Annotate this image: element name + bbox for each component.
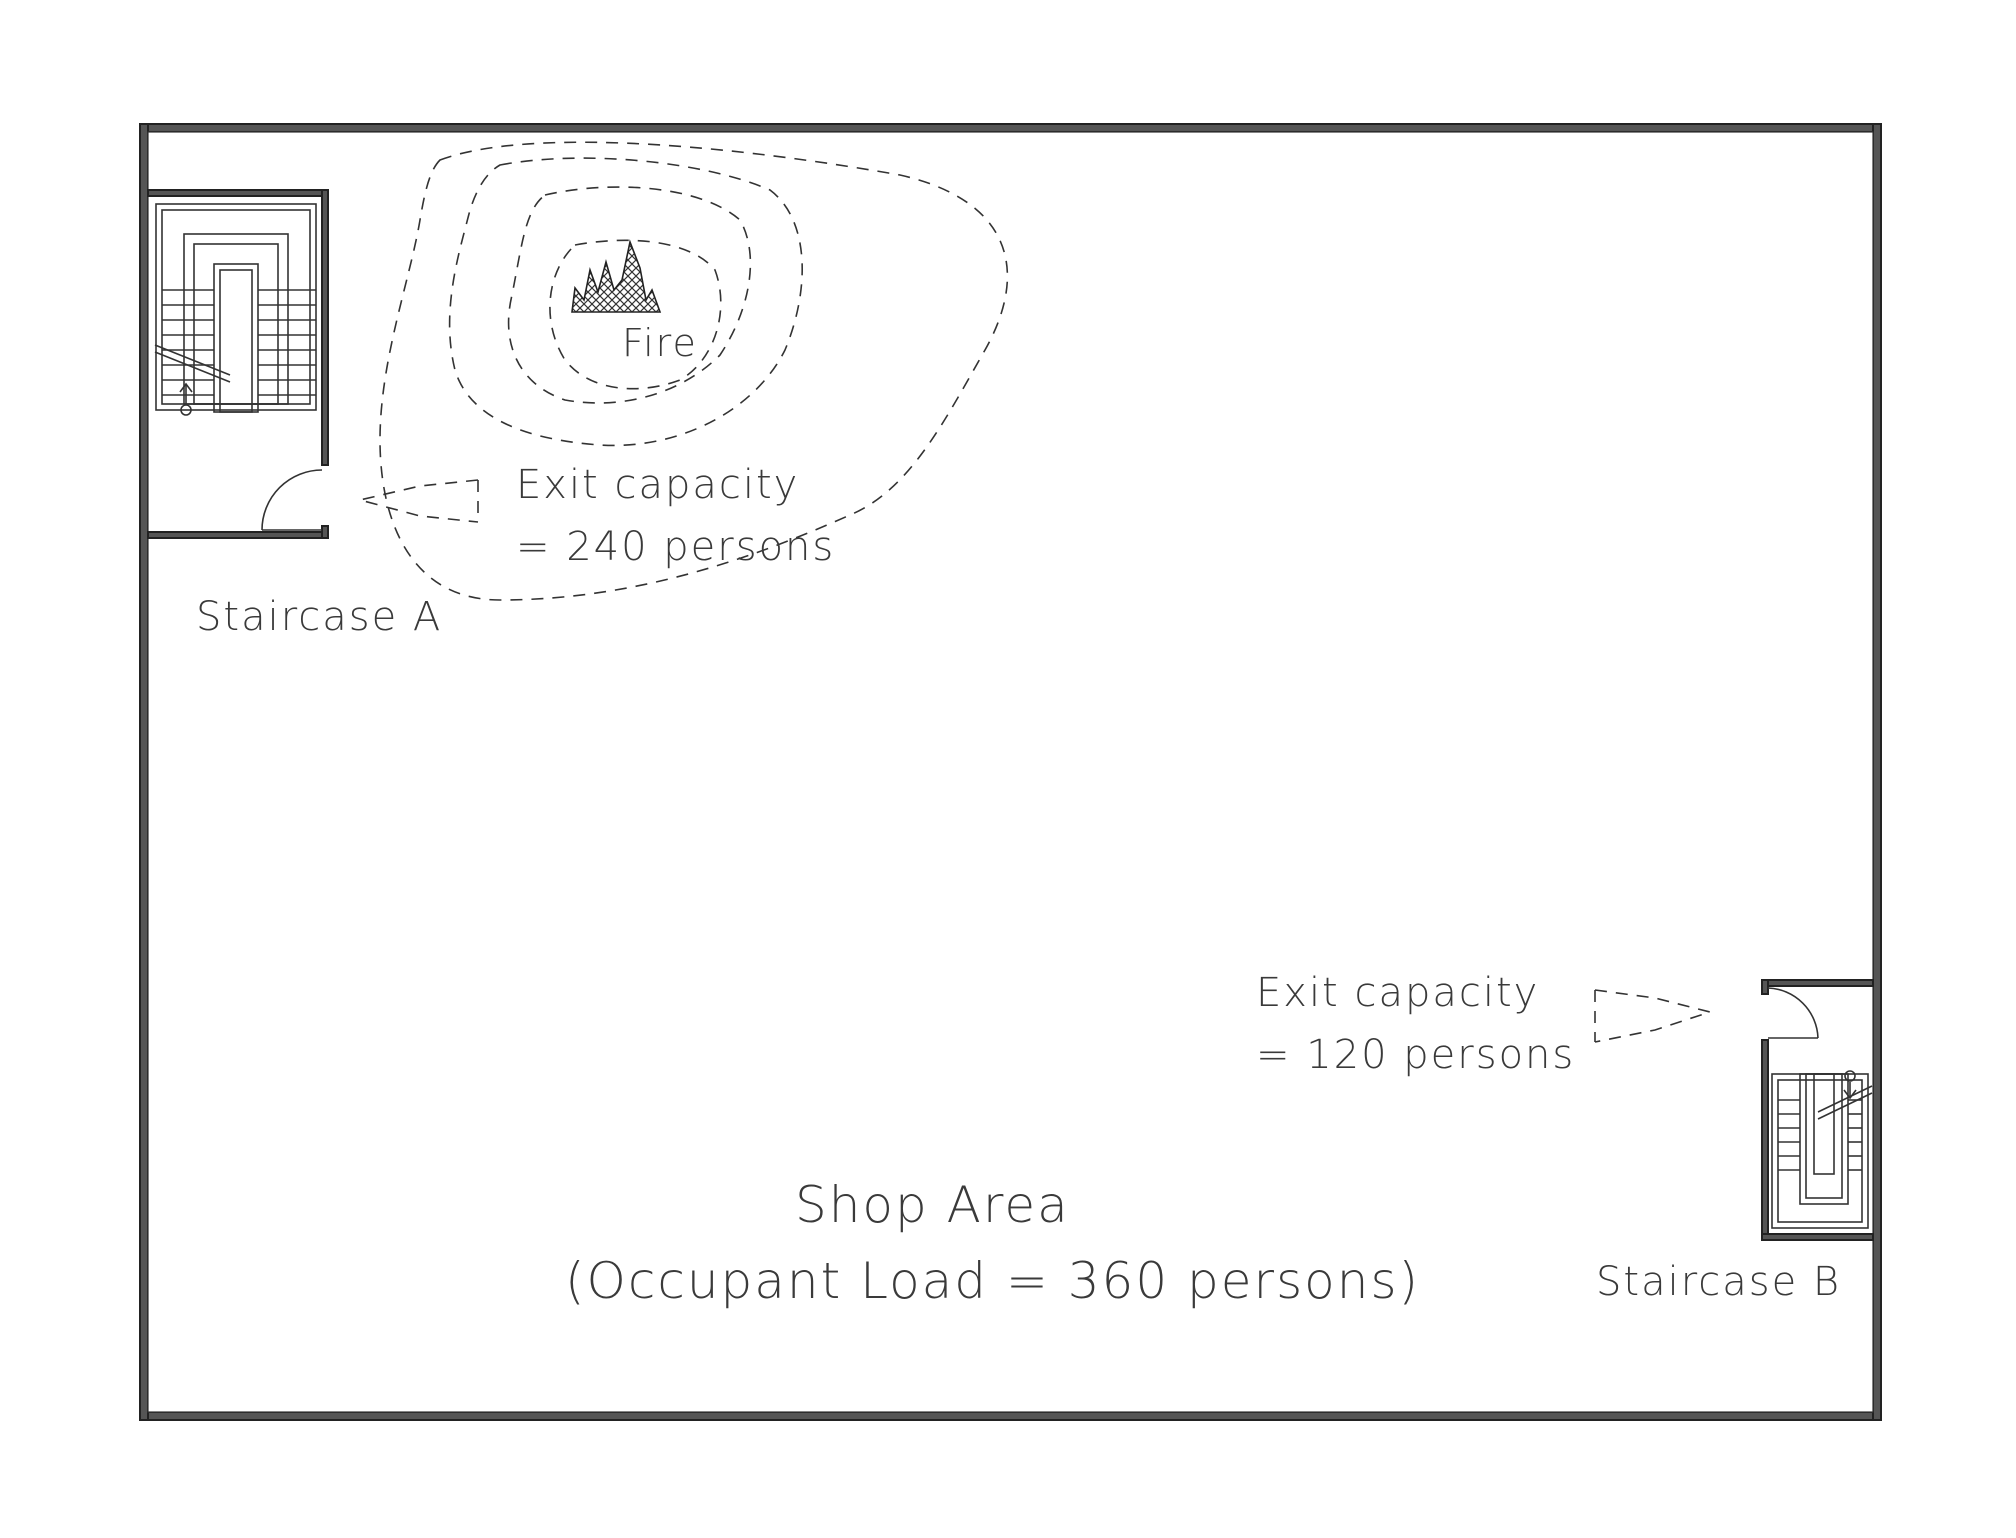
exit-arrow-a bbox=[359, 479, 479, 523]
exit-a-capacity-line2: = 240 persons bbox=[516, 524, 835, 570]
fire-label: Fire bbox=[622, 321, 698, 365]
fire-icon bbox=[571, 239, 662, 313]
smoke-spread-contours bbox=[379, 141, 1009, 601]
staircase-a bbox=[147, 189, 329, 539]
staircase-b bbox=[1761, 979, 1874, 1241]
exit-b-capacity-line1: Exit capacity bbox=[1256, 970, 1539, 1016]
occupant-load-label: (Occupant Load = 360 persons) bbox=[565, 1252, 1420, 1310]
exit-a-capacity-line1: Exit capacity bbox=[516, 462, 799, 508]
exit-arrow-b bbox=[1594, 989, 1713, 1043]
shop-area-title: Shop Area bbox=[795, 1176, 1070, 1234]
staircase-b-label: Staircase B bbox=[1596, 1259, 1841, 1305]
outer-wall bbox=[139, 123, 1882, 1421]
exit-b-capacity-line2: = 120 persons bbox=[1256, 1032, 1575, 1078]
staircase-a-label: Staircase A bbox=[196, 594, 442, 640]
